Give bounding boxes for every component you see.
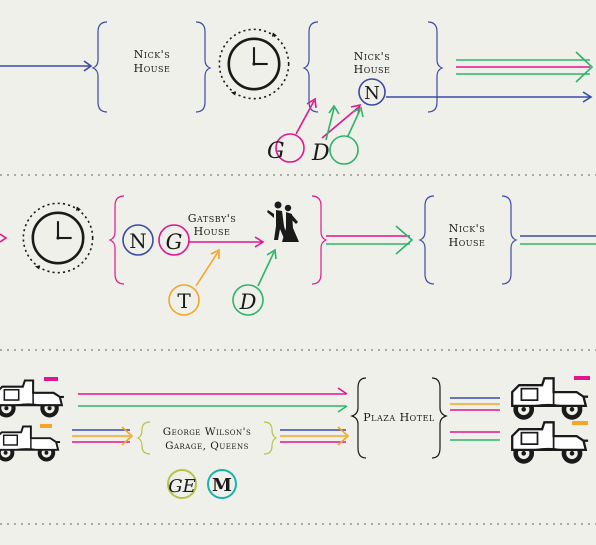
place-label: George Wilson's [163, 426, 252, 438]
arrow-t-to-gatsby [195, 248, 220, 287]
bracket-plaza-hotel [350, 377, 448, 459]
svg-text:GE: GE [168, 476, 196, 497]
badge-g-row-1: G [267, 133, 305, 164]
place-label: House [354, 63, 391, 76]
arrows-from-garage [280, 426, 350, 446]
bracket-gatsbys-house [108, 195, 328, 285]
svg-text:M: M [212, 475, 232, 496]
arrow-d-to-nick [325, 104, 364, 141]
n-outgoing-arrow [386, 91, 593, 103]
arrows-to-plaza [78, 387, 348, 413]
badge-n-row-2: N [122, 224, 154, 256]
row-1: Nick's House Nick's House N G [0, 21, 594, 166]
car-pennant [40, 424, 52, 428]
clock-icon [22, 202, 94, 274]
outgoing-arrows-row-3 [450, 397, 500, 441]
place-label: Nick's [449, 222, 485, 235]
badge-n: N [358, 78, 386, 106]
svg-text:N: N [364, 83, 380, 104]
row-1-incoming-arrow [0, 60, 93, 72]
clock-icon [218, 28, 290, 100]
vintage-car-icon [511, 377, 590, 421]
badge-d-row-1: D [311, 135, 359, 166]
svg-text:T: T [177, 289, 191, 313]
outgoing-arrows-row-2 [520, 235, 596, 245]
row-2-incoming-arrow [0, 233, 8, 243]
vintage-car-icon [0, 379, 65, 419]
car-pennant [44, 377, 58, 381]
dancing-couple-icon [267, 201, 299, 242]
place-label: Plaza Hotel [363, 411, 435, 424]
row-2: N G Gatsby's House T [0, 195, 596, 316]
arrow-d-to-dancers [257, 248, 277, 287]
bracket-garage [136, 421, 278, 455]
svg-text:D: D [239, 290, 257, 314]
arrow-to-dancers [188, 236, 265, 248]
place-label: House [194, 225, 231, 238]
arrows-to-nicks-house [326, 225, 414, 255]
svg-text:N: N [129, 229, 147, 253]
place-label: Garage, Queens [165, 440, 249, 452]
place-label: Nick's [134, 48, 170, 61]
bracket-nicks-house-3 [418, 195, 518, 285]
car-pennant [572, 421, 588, 425]
place-label: House [449, 236, 486, 249]
vintage-car-icon [0, 425, 62, 463]
svg-text:G: G [166, 230, 183, 254]
place-label: Nick's [354, 50, 390, 63]
badge-t-row-2: T [168, 284, 200, 316]
vintage-car-icon [511, 421, 590, 465]
bracket-nicks-house-1 [91, 21, 212, 113]
car-pennant [574, 376, 590, 380]
badge-ge: GE [167, 469, 197, 499]
place-label: House [134, 62, 171, 75]
bracket-nicks-house-2 [302, 21, 444, 113]
badge-g-row-2: G [158, 224, 190, 256]
badge-m: M [207, 469, 237, 499]
row-3: George Wilson's Garage, Queens Plaza Hot… [0, 376, 590, 499]
svg-text:D: D [311, 141, 330, 166]
svg-text:G: G [267, 139, 285, 164]
place-label: Gatsby's [188, 212, 236, 225]
arrows-to-garage [72, 426, 134, 446]
badge-d-row-2: D [232, 284, 264, 316]
outgoing-arrows-row-1 [456, 51, 594, 83]
